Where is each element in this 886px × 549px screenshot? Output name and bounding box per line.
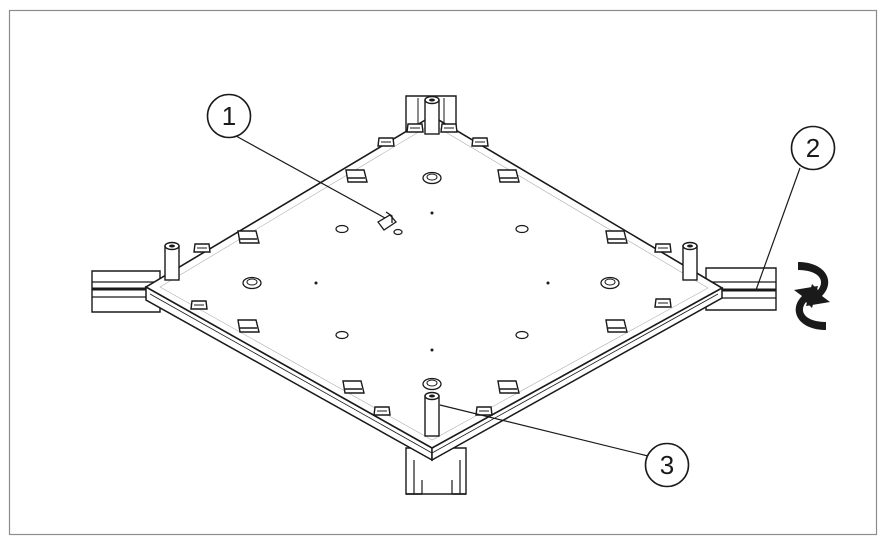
corner-post-front [424, 391, 440, 437]
callout-1: 1 [206, 93, 252, 139]
plate-holes [242, 171, 620, 391]
leader-lines [235, 135, 801, 457]
corner-post-left [164, 241, 180, 281]
callout-3: 3 [644, 442, 690, 488]
left-rail [91, 270, 180, 313]
corner-post-back [424, 95, 440, 135]
right-rail [690, 267, 777, 311]
curved-double-arrow-icon [794, 262, 830, 330]
callout-3-label: 3 [660, 450, 674, 480]
mounting-plate [144, 115, 724, 449]
plate-edge [145, 285, 723, 462]
figure-frame [8, 9, 878, 536]
callout-2-label: 2 [806, 133, 820, 163]
callout-2: 2 [790, 125, 836, 171]
corner-post-right [682, 241, 698, 281]
latch [377, 211, 403, 236]
callout-1-label: 1 [222, 101, 236, 131]
bottom-rail [405, 447, 467, 495]
corner-posts [164, 95, 698, 437]
